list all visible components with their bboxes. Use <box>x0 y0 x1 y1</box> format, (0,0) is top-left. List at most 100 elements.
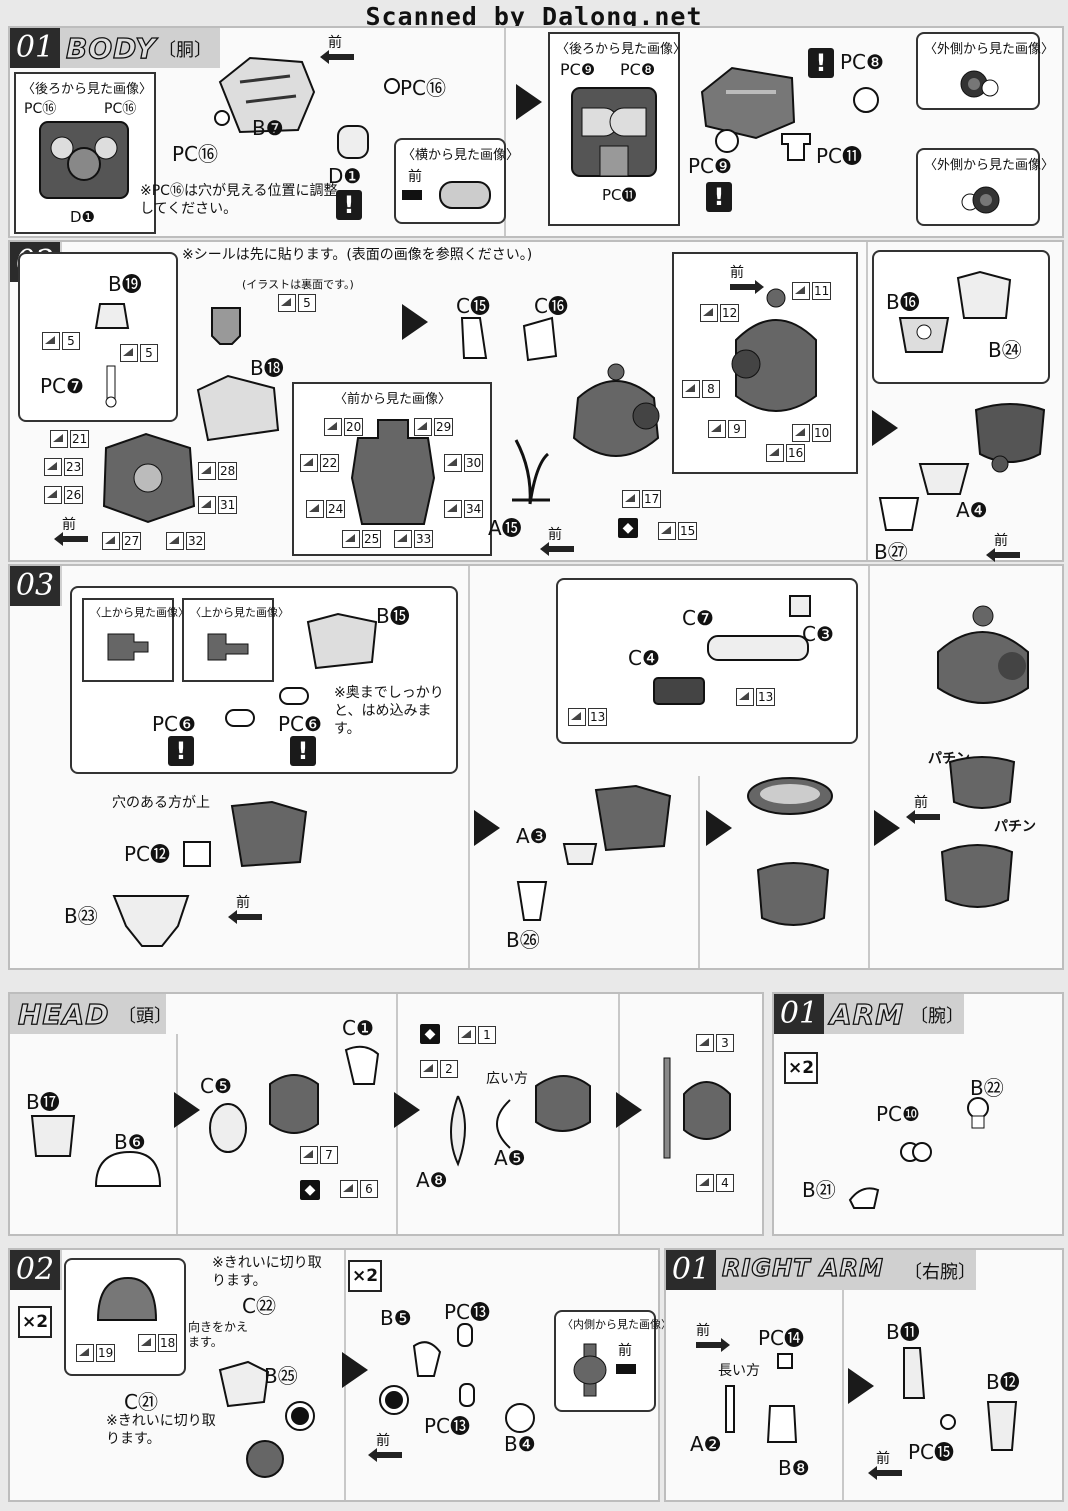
inset-title: 〈後ろから見た画像〉 <box>556 42 687 57</box>
side-view-inset: 〈横から見た画像〉 前 <box>394 138 519 224</box>
part-label: B❻ <box>114 1130 146 1154</box>
panel-separator <box>868 566 870 968</box>
b16-part <box>898 317 950 353</box>
b21-part <box>848 1187 880 1209</box>
inset-title: 〈外側から見た画像〉 <box>924 158 1055 173</box>
pc16-note: ※PC⑯は穴が見える位置に調整してください。 <box>140 183 338 217</box>
front-label: 前 <box>618 1343 632 1359</box>
front-label: 前 <box>994 533 1008 549</box>
part-label: B❽ <box>778 1456 810 1480</box>
next-step-arrow <box>516 84 542 120</box>
rear-frame-part <box>39 121 129 199</box>
front-label: 前 <box>730 265 744 281</box>
part-label: B❹ <box>504 1432 536 1456</box>
part-label: B㉓ <box>64 904 98 928</box>
c4-part <box>653 677 705 705</box>
pc6-part <box>225 709 255 727</box>
multiplier-badge: ×2 <box>348 1260 382 1292</box>
body-step-03: 03 〈上から見た画像〉 〈上から見た画像〉 PC❻ ! PC❻ ! B⓯ ※奥… <box>8 564 1064 970</box>
next-step-arrow <box>872 410 898 446</box>
part-label: B⓫ <box>886 1320 920 1344</box>
c7-part <box>707 635 809 661</box>
multiplier-badge: ×2 <box>784 1052 818 1084</box>
b17-part <box>30 1115 76 1157</box>
part-label: A❸ <box>516 824 548 848</box>
outer-view-part <box>961 186 1000 214</box>
part-label: B⓱ <box>26 1090 60 1114</box>
pc-socket-part <box>285 1401 315 1431</box>
front-arrow: 前 <box>730 262 764 294</box>
section-title-jp: 〔頭〕 <box>118 1006 172 1027</box>
orient-note: 向きをかえます。 <box>188 1320 249 1349</box>
front-arrow: 前 <box>368 1430 402 1462</box>
front-label: 前 <box>376 1433 390 1449</box>
sticker-ref: 16 <box>766 444 806 462</box>
front-arrow: 前 <box>986 530 1020 562</box>
step-number: 03 <box>10 566 60 606</box>
part-label: C❼ <box>682 606 714 630</box>
part-label: PC❽ <box>620 60 656 79</box>
pc9-part <box>715 129 739 153</box>
b4-part <box>505 1403 535 1433</box>
pc15-part <box>940 1414 956 1430</box>
b12-part <box>986 1401 1018 1451</box>
sticker-ref: 9 <box>708 420 746 438</box>
part-label: PC⑯ <box>104 101 137 117</box>
clean-cut-note: ※きれいに切り取ります。 <box>106 1413 216 1447</box>
c-parts-callout: C❼ C❸ C❹ 13 13 <box>556 578 858 744</box>
caution-icon: ! <box>290 736 316 766</box>
sticker-ref: 5 <box>42 332 80 350</box>
part-label: C⓰ <box>534 294 568 318</box>
part-label: PC❾ <box>560 60 596 79</box>
snap-sfx: パチン <box>994 819 1036 835</box>
front-label: 前 <box>696 1323 710 1339</box>
next-step-arrow <box>174 1092 200 1128</box>
waist-result-part <box>756 862 830 926</box>
b6-part <box>94 1150 162 1187</box>
part-label: C❺ <box>200 1074 232 1098</box>
multiplier-badge: ×2 <box>18 1306 52 1338</box>
sticker-ref: 8 <box>682 380 720 398</box>
pc16-part <box>384 78 400 94</box>
part-label: C㉑ <box>124 1390 158 1414</box>
panel-separator <box>866 242 868 560</box>
next-step-arrow <box>402 304 428 340</box>
top-view-inset: 〈上から見た画像〉 <box>182 598 289 682</box>
part-label: B❼ <box>252 116 284 140</box>
top-view-inset: 〈上から見た画像〉 <box>82 598 189 682</box>
illust-note: (イラストは裏面です。) <box>242 278 354 291</box>
pc12-part <box>183 841 211 867</box>
b11-part <box>903 1347 926 1399</box>
sticker-ref: 3 <box>696 1034 734 1052</box>
front-arrow: 前 <box>868 1448 902 1480</box>
next-step-arrow <box>874 810 900 846</box>
sticker-ref: 2 <box>420 1060 458 1078</box>
a4-part <box>918 463 970 495</box>
panel-separator <box>468 566 470 968</box>
c1-part <box>344 1045 380 1085</box>
a3-part <box>562 843 598 865</box>
part-label: PC⓭ <box>444 1300 491 1324</box>
pc8-part <box>853 87 880 113</box>
front-label: 前 <box>548 527 562 543</box>
part-label: B㉖ <box>506 928 540 952</box>
b18-part <box>196 374 280 442</box>
sticker-inset: 19 18 <box>64 1258 186 1376</box>
shoulder-part <box>96 1276 158 1321</box>
waist-mid-part <box>948 756 1016 809</box>
torso-assembled-part <box>572 363 660 457</box>
inset-title: 〈上から見た画像〉 <box>190 606 289 619</box>
part-label: B❺ <box>380 1306 412 1330</box>
body-step-01: 01 BODY 〔胴〕 〈後ろから見た画像〉 PC⑯ PC⑯ D❶ ※PC⑯は穴… <box>8 26 1064 238</box>
inset-title: 〈横から見た画像〉 <box>402 148 520 163</box>
part-label: PC⓬ <box>124 842 171 866</box>
front-label: 前 <box>914 795 928 811</box>
section-title: ARM <box>829 997 905 1031</box>
b7-torso-frame <box>218 56 316 134</box>
head-section: HEAD 〔頭〕 B⓱ B❻ C❺ C❶ 7 ◆ 6 ◆ 1 2 広い方 A❽ … <box>8 992 764 1236</box>
mirror-icon: ◆ <box>420 1024 440 1044</box>
part-label: PC⑯ <box>172 142 219 166</box>
sticker-ref: 28 <box>198 462 238 480</box>
caution-icon: ! <box>168 736 194 766</box>
sticker-ref: 11 <box>792 282 832 300</box>
